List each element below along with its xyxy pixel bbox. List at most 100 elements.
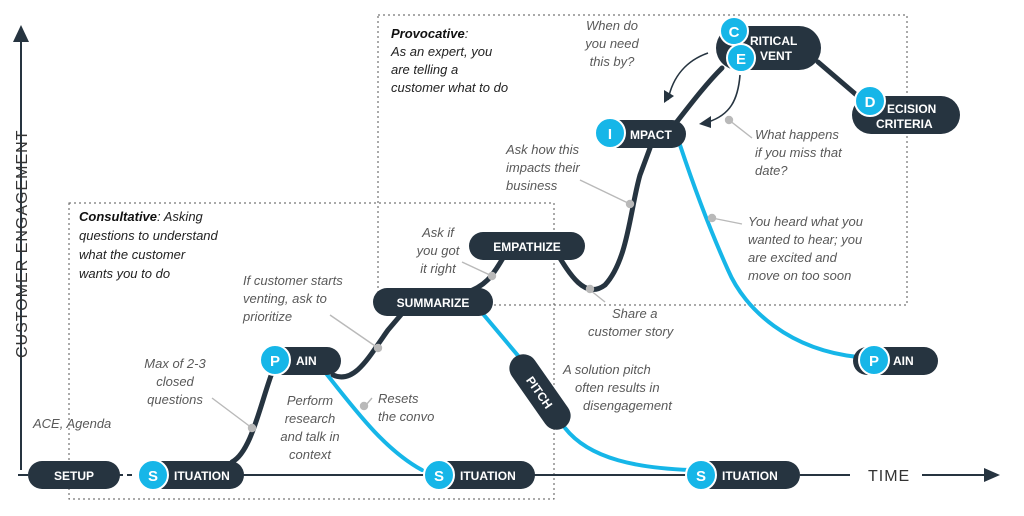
stage-situation-3: S ITUATION <box>685 459 800 491</box>
stage-summarize: SUMMARIZE <box>373 288 493 316</box>
consultative-title: Consultative <box>79 209 157 224</box>
event-label: VENT <box>760 49 793 63</box>
arrow-left-head <box>699 116 711 128</box>
provocative-line3: are telling a <box>391 62 458 77</box>
svg-text:are excited and: are excited and <box>748 250 838 265</box>
situation-3-letter: S <box>696 468 706 485</box>
svg-text:it right: it right <box>420 261 457 276</box>
x-axis-label: TIME <box>868 468 910 485</box>
provocative-title: Provocative <box>391 26 465 41</box>
stage-pain-1: P AIN <box>259 344 341 376</box>
note-ask-impacts: Ask how this impacts their business <box>505 142 580 193</box>
decision-letter: D <box>865 94 876 111</box>
stage-critical-event: C RITICAL E VENT <box>716 16 821 73</box>
critical-label: RITICAL <box>750 34 797 48</box>
provocative-text: Provocative: As an expert, you are telli… <box>390 26 508 95</box>
note-perform-research: Perform research and talk in context <box>280 393 339 462</box>
note-what-happens: What happens if you miss that date? <box>755 127 843 178</box>
situation-1-letter: S <box>148 468 158 485</box>
svg-text:venting, ask to: venting, ask to <box>243 291 327 306</box>
y-axis-arrow <box>13 25 29 42</box>
consultative-line3: what the customer <box>79 247 186 262</box>
svg-text:and talk in: and talk in <box>280 429 339 444</box>
pointer-lines <box>211 115 753 433</box>
situation-2-label: ITUATION <box>460 469 516 483</box>
y-axis-label: CUSTOMER ENGAGEMENT <box>14 130 31 359</box>
svg-text:this by?: this by? <box>590 54 636 69</box>
stage-pain-2: P AIN <box>853 344 938 376</box>
pain-1-label: AIN <box>296 354 317 368</box>
stage-empathize: EMPATHIZE <box>469 232 585 260</box>
svg-text:You heard what you: You heard what you <box>748 214 863 229</box>
svg-text:customer story: customer story <box>588 324 675 339</box>
svg-text:Ask if: Ask if <box>421 225 455 240</box>
stage-situation-1: S ITUATION <box>137 459 244 491</box>
note-ask-right: Ask if you got it right <box>416 225 461 276</box>
pain-1-letter: P <box>270 353 280 370</box>
svg-text:you need: you need <box>584 36 639 51</box>
svg-text:What happens: What happens <box>755 127 839 142</box>
svg-text:move on too soon: move on too soon <box>748 268 851 283</box>
engagement-curve-blue <box>323 143 860 472</box>
note-share-story: Share a customer story <box>588 306 675 339</box>
svg-text:closed: closed <box>156 374 194 389</box>
impact-letter: I <box>608 126 612 143</box>
stage-impact: I MPACT <box>594 117 686 149</box>
event-letter: E <box>736 51 746 68</box>
svg-text:if you miss that: if you miss that <box>755 145 843 160</box>
situation-2-letter: S <box>434 468 444 485</box>
impact-label: MPACT <box>630 128 672 142</box>
pain-2-letter: P <box>869 353 879 370</box>
arrow-up-head <box>664 90 674 103</box>
svg-text:disengagement: disengagement <box>583 398 673 413</box>
curved-arrows <box>667 52 741 123</box>
situation-1-label: ITUATION <box>174 469 230 483</box>
decision-label: ECISION <box>887 102 936 116</box>
svg-text:Ask how this: Ask how this <box>505 142 579 157</box>
svg-text:Provocative:: Provocative: <box>391 26 469 41</box>
svg-text:Consultative: Asking: Consultative: Asking <box>79 209 204 224</box>
svg-text:date?: date? <box>755 163 788 178</box>
provocative-line4: customer what to do <box>391 80 508 95</box>
note-heard-what: You heard what you wanted to hear; you a… <box>748 214 863 283</box>
note-venting: If customer starts venting, ask to prior… <box>242 273 343 324</box>
svg-text:business: business <box>506 178 558 193</box>
svg-text:A solution pitch: A solution pitch <box>562 362 651 377</box>
svg-text:research: research <box>285 411 336 426</box>
svg-text:context: context <box>289 447 332 462</box>
empathize-label: EMPATHIZE <box>493 240 561 254</box>
svg-text:wanted to hear; you: wanted to hear; you <box>748 232 862 247</box>
svg-text:you got: you got <box>416 243 461 258</box>
svg-text:If customer starts: If customer starts <box>243 273 343 288</box>
setup-label: SETUP <box>54 469 94 483</box>
svg-text:the convo: the convo <box>378 409 434 424</box>
svg-text:impacts their: impacts their <box>506 160 580 175</box>
criteria-label: CRITERIA <box>876 117 933 131</box>
situation-3-label: ITUATION <box>722 469 778 483</box>
stage-setup: SETUP <box>28 461 120 489</box>
svg-text:Perform: Perform <box>287 393 333 408</box>
svg-text:often results in: often results in <box>575 380 660 395</box>
summarize-label: SUMMARIZE <box>397 296 470 310</box>
svg-text:prioritize: prioritize <box>242 309 292 324</box>
svg-text:When do: When do <box>586 18 638 33</box>
svg-text:questions: questions <box>147 392 203 407</box>
note-max-closed: Max of 2-3 closed questions <box>144 356 206 407</box>
consultative-line2: questions to understand <box>79 228 219 243</box>
consultative-text: Consultative: Asking questions to unders… <box>79 209 219 281</box>
stage-decision-criteria: D ECISION CRITERIA <box>852 85 960 134</box>
x-axis-arrow <box>984 468 1000 482</box>
note-resets: Resets the convo <box>378 391 434 424</box>
note-ace-agenda: ACE, Agenda <box>32 416 111 431</box>
consultative-line4: wants you to do <box>79 266 170 281</box>
critical-letter: C <box>729 24 740 41</box>
pain-2-label: AIN <box>893 354 914 368</box>
note-when-need: When do you need this by? <box>584 18 639 69</box>
svg-text:Max of 2-3: Max of 2-3 <box>144 356 206 371</box>
stage-situation-2: S ITUATION <box>423 459 535 491</box>
svg-text:Resets: Resets <box>378 391 419 406</box>
note-solution-pitch: A solution pitch often results in diseng… <box>562 362 673 413</box>
svg-text:Share a: Share a <box>612 306 658 321</box>
provocative-line2: As an expert, you <box>390 44 492 59</box>
